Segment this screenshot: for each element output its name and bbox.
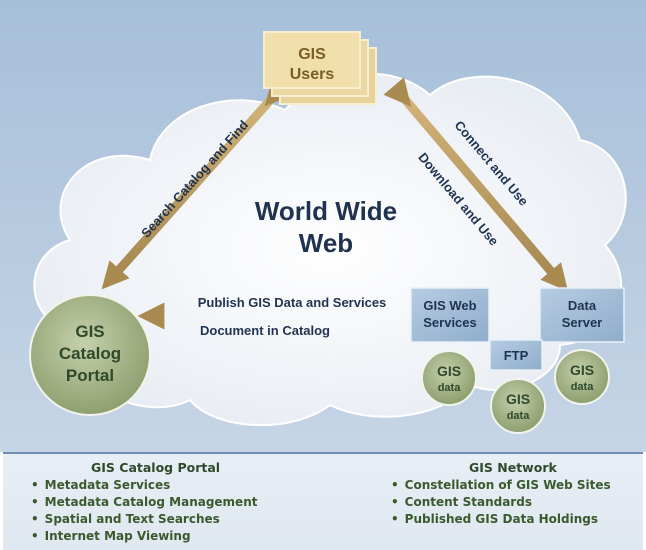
list-item: Content Standards bbox=[391, 494, 611, 511]
web-services-node: GIS Web Services bbox=[410, 287, 490, 343]
gis-data-1-line1: GIS bbox=[437, 363, 461, 379]
portal-label-line1: GIS bbox=[75, 322, 104, 341]
gis-data-3-line1: GIS bbox=[570, 362, 594, 378]
portal-features-list: Metadata Services Metadata Catalog Manag… bbox=[31, 477, 258, 545]
gis-data-disc-1: GIS data bbox=[421, 350, 477, 406]
network-diagram: Search Catalog and Find Connect and Use … bbox=[0, 0, 646, 452]
legend-panel: GIS Catalog Portal Metadata Services Met… bbox=[3, 452, 643, 550]
portal-features-title: GIS Catalog Portal bbox=[91, 460, 221, 475]
list-item: Metadata Services bbox=[31, 477, 257, 494]
gis-data-2-line1: GIS bbox=[506, 391, 530, 407]
ftp-label: FTP bbox=[504, 348, 529, 363]
arrow-search-catalog bbox=[101, 77, 293, 290]
network-features-title: GIS Network bbox=[469, 460, 557, 475]
list-item: Published GIS Data Holdings bbox=[391, 511, 611, 528]
network-features-list: Constellation of GIS Web Sites Content S… bbox=[391, 477, 611, 528]
data-server-label-line2: Server bbox=[562, 315, 602, 330]
ftp-node: FTP bbox=[489, 339, 543, 371]
gis-data-1-line2: data bbox=[438, 382, 462, 394]
arrow-connect-use bbox=[383, 77, 569, 292]
web-services-label-line2: Services bbox=[423, 315, 477, 330]
portal-features: GIS Catalog Portal Metadata Services Met… bbox=[31, 460, 258, 545]
catalog-portal-node: GIS Catalog Portal bbox=[29, 294, 151, 416]
portal-label-line3: Portal bbox=[66, 366, 114, 385]
center-title-line1: World Wide bbox=[255, 196, 397, 226]
web-services-label-line1: GIS Web bbox=[423, 298, 476, 313]
list-item: Metadata Catalog Management bbox=[31, 494, 258, 511]
gis-data-3-line2: data bbox=[571, 381, 595, 393]
data-server-node: Data Server bbox=[539, 287, 625, 343]
label-document-catalog: Document in Catalog bbox=[200, 323, 330, 338]
gis-users-node: GIS Users bbox=[263, 31, 377, 105]
gis-data-disc-3: GIS data bbox=[554, 349, 610, 405]
data-server-label-line1: Data bbox=[568, 298, 597, 313]
center-title-line2: Web bbox=[299, 228, 353, 258]
users-label-line1: GIS bbox=[298, 46, 326, 63]
list-item: Internet Map Viewing bbox=[31, 528, 257, 545]
label-publish: Publish GIS Data and Services bbox=[198, 295, 387, 310]
gis-data-disc-2: GIS data bbox=[490, 378, 546, 434]
list-item: Constellation of GIS Web Sites bbox=[391, 477, 611, 494]
users-label-line2: Users bbox=[290, 66, 335, 83]
portal-label-line2: Catalog bbox=[59, 344, 121, 363]
list-item: Spatial and Text Searches bbox=[31, 511, 257, 528]
gis-data-2-line2: data bbox=[507, 410, 531, 422]
network-features: GIS Network Constellation of GIS Web Sit… bbox=[391, 460, 611, 528]
